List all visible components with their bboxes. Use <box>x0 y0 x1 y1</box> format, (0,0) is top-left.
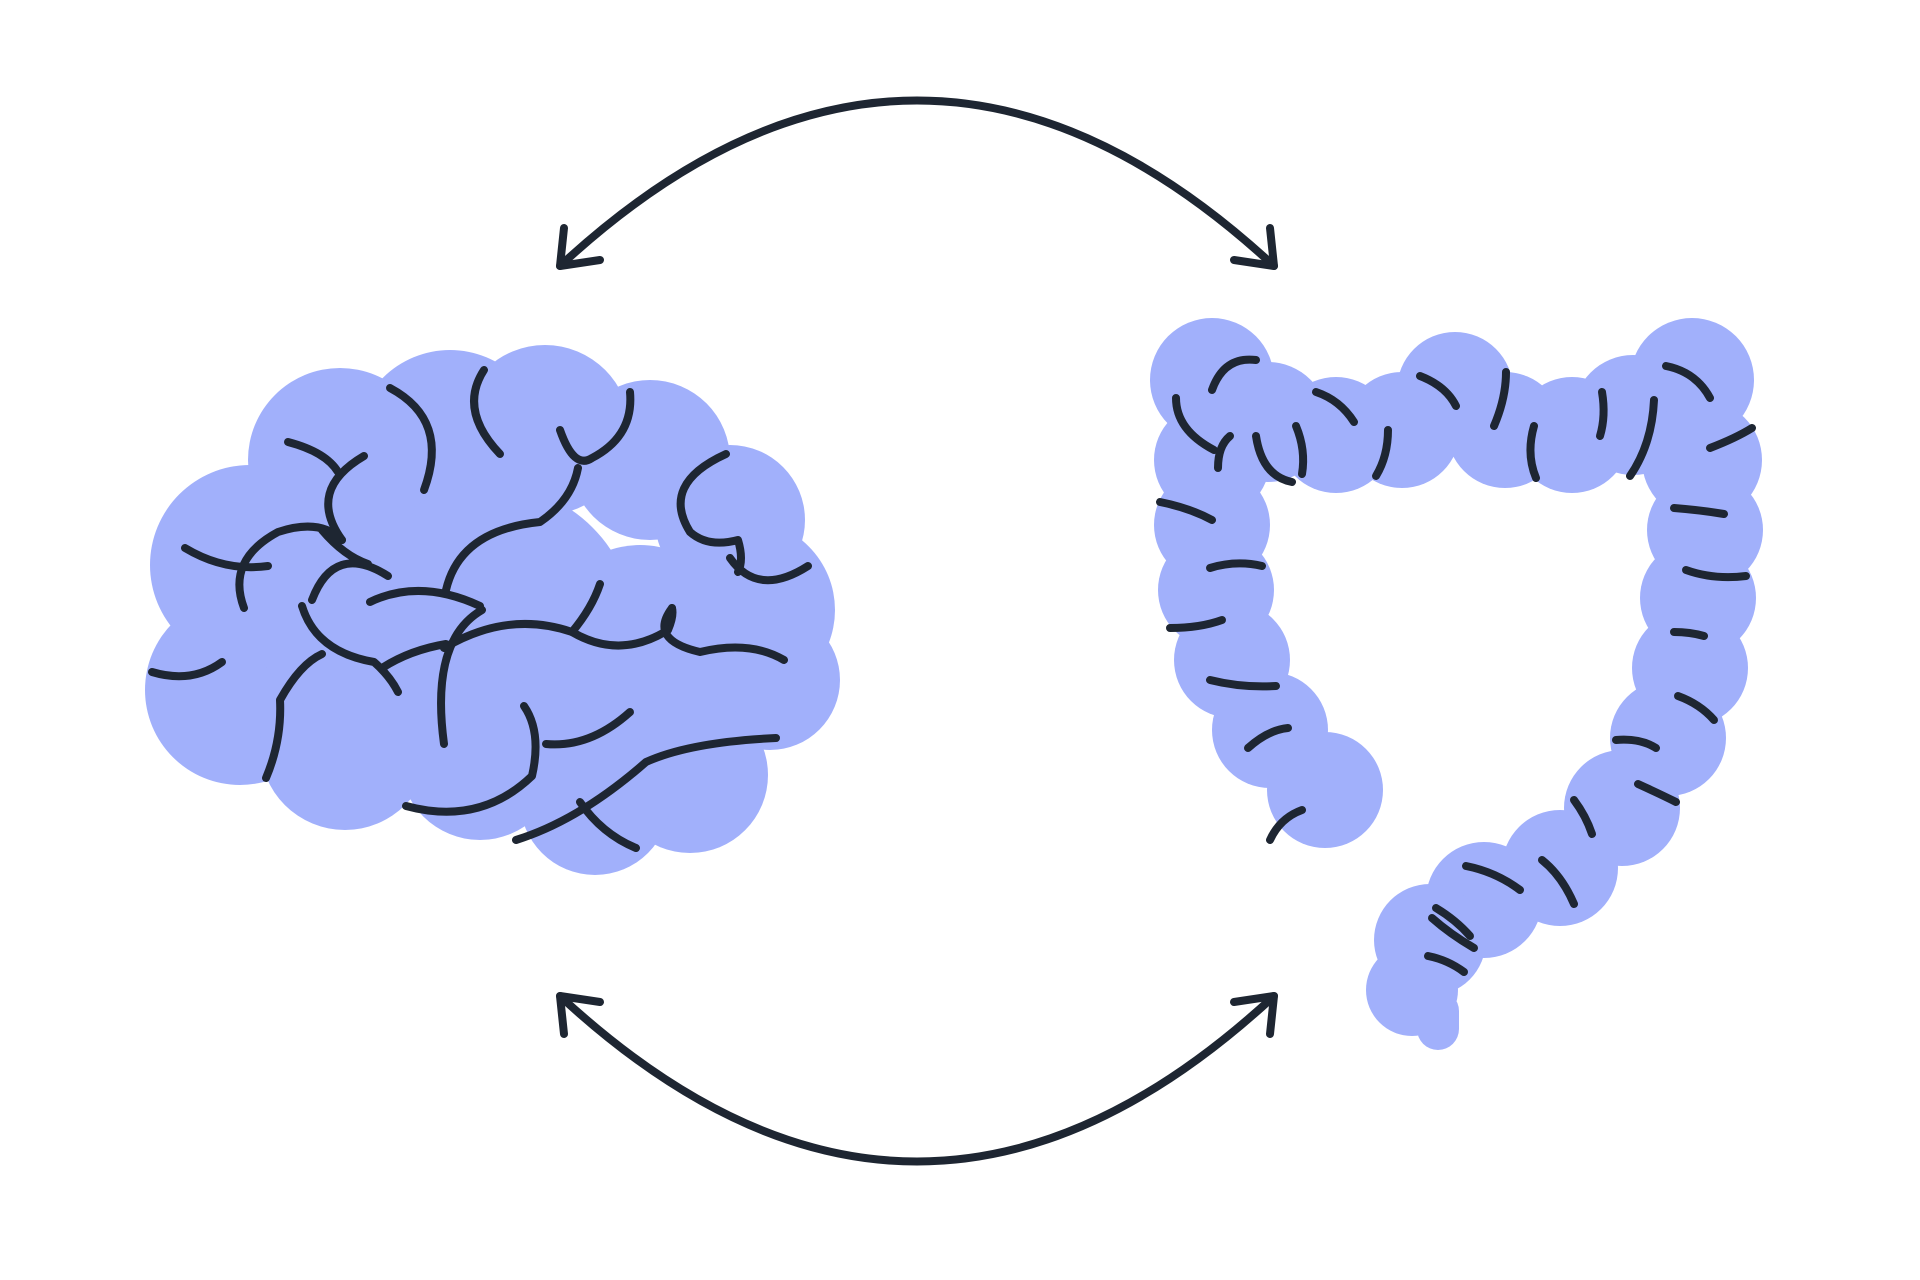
brain-icon <box>145 345 840 875</box>
colon-icon <box>1150 318 1763 1050</box>
top-curved-double-arrow-icon <box>556 96 1278 270</box>
bottom-curved-double-arrow-icon <box>556 992 1278 1166</box>
